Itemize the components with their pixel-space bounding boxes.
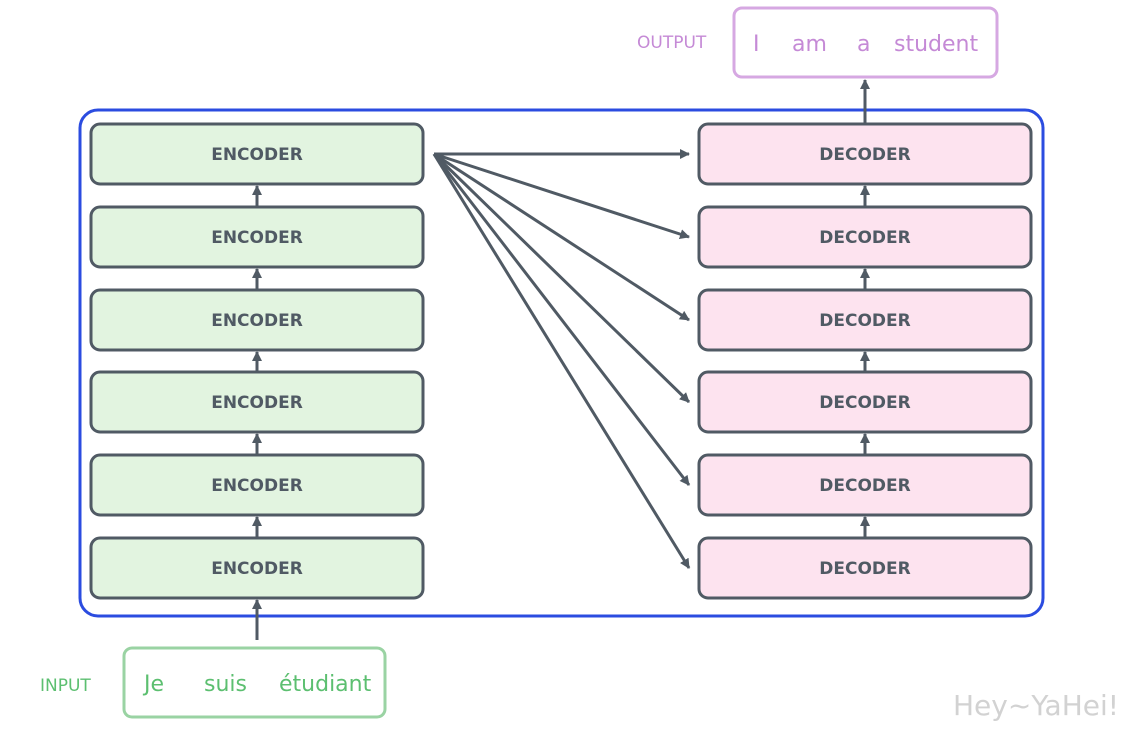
watermark: Hey~YaHei!: [953, 689, 1119, 722]
decoder-block-label: DECODER: [819, 311, 910, 331]
input-word-je: Je: [142, 672, 164, 697]
encoder-stack: ENCODER ENCODER ENCODER ENCODER ENCODER ENCOD…: [89, 122, 425, 600]
output-word-i: I: [753, 32, 760, 57]
encoder-block-label: ENCODER: [211, 559, 303, 579]
encoder-to-decoder-arrow: [432, 153, 691, 486]
output-box: [732, 6, 999, 79]
encoder-block-label: ENCODER: [211, 476, 303, 496]
decoder-block-label: DECODER: [819, 393, 910, 413]
decoder-block-label: DECODER: [819, 476, 910, 496]
encoder-block-label: ENCODER: [211, 311, 303, 331]
input-word-suis: suis: [204, 672, 247, 697]
input-tag: INPUT: [40, 676, 91, 696]
encoder-block-label: ENCODER: [211, 393, 303, 413]
encoder-block-label: ENCODER: [211, 145, 303, 165]
decoder-stack: DECODER DECODER DECODER DECODER DECODER DECOD…: [697, 122, 1033, 600]
encoder-to-decoder-arrow: [432, 153, 691, 569]
encoder-to-decoder-arrow: [433, 152, 690, 322]
decoder-block-label: DECODER: [819, 145, 910, 165]
output-tag: OUTPUT: [637, 33, 707, 53]
encoder-block: [89, 122, 425, 186]
output-word-a: a: [857, 32, 870, 57]
connection-arrows: [252, 79, 870, 640]
encoder-to-decoder-arrow: [433, 152, 690, 239]
decoder-block-label: DECODER: [819, 228, 910, 248]
input-word-etudiant: étudiant: [279, 672, 372, 697]
encoder-to-decoder-arrow: [432, 152, 691, 404]
encoder-block-label: ENCODER: [211, 228, 303, 248]
output-word-am: am: [792, 32, 827, 57]
input-box: [122, 646, 387, 719]
transformer-frame: [78, 108, 1045, 618]
decoder-block-label: DECODER: [819, 559, 910, 579]
output-word-student: student: [894, 32, 978, 57]
